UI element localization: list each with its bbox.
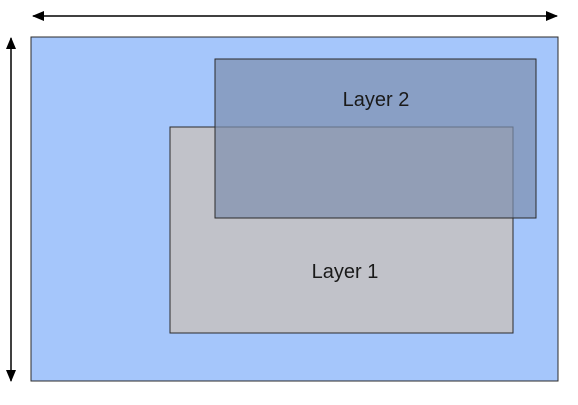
layer-2-rectangle — [214, 58, 537, 219]
layer-2-label: Layer 2 — [343, 89, 410, 111]
layer-1-label: Layer 1 — [312, 261, 379, 283]
